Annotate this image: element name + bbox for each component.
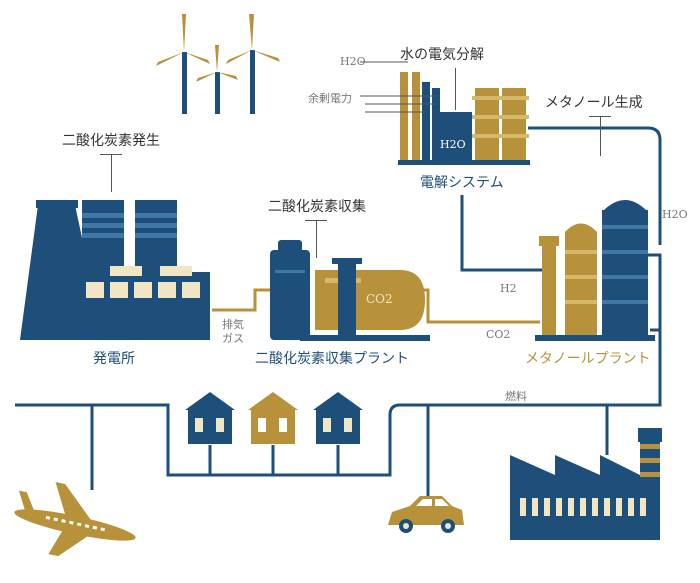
wind-turbine-1 <box>156 14 210 114</box>
power-plant <box>20 200 210 340</box>
power-plant-label: 発電所 <box>93 351 135 367</box>
methanol-plant-label: メタノールプラント <box>525 351 651 367</box>
house-1 <box>185 392 235 444</box>
co2-capture-label: 二酸化炭素収集 <box>268 199 366 215</box>
electrolysis-system-label: 電解システム <box>420 175 504 191</box>
input-arrows <box>360 61 438 113</box>
electrolysis-tank <box>432 112 472 162</box>
capture-plant-label: 二酸化炭素収集プラント <box>255 351 409 367</box>
methanol-plant <box>535 200 655 341</box>
wind-turbines <box>156 14 280 114</box>
wind-turbine-3 <box>226 14 280 114</box>
electrolysis-leader <box>455 68 456 110</box>
fuel-line <box>15 255 662 477</box>
electrolysis-system <box>360 61 530 165</box>
house-2 <box>248 392 298 444</box>
surplus-power-label: 余剰電力 <box>308 92 352 105</box>
airplane-icon <box>14 482 136 557</box>
factory-icon <box>510 428 662 540</box>
co2-capture-plant <box>270 240 430 341</box>
methanol-synthesis-label: メタノール生成 <box>545 95 643 111</box>
co2-generation-leader-cap <box>100 154 122 155</box>
fuel-label: 燃料 <box>505 390 527 403</box>
co2-capture-leader-cap <box>305 220 327 221</box>
co2-flow-label: CO2 <box>486 328 511 341</box>
h2o-return-pipe <box>648 253 662 332</box>
co2-pipe <box>415 288 540 324</box>
electrolysis-label: 水の電気分解 <box>400 47 484 63</box>
h2-flow-label: H2 <box>500 282 517 295</box>
co2-generation-label: 二酸化炭素発生 <box>62 133 160 149</box>
cooling-tower <box>20 205 90 340</box>
wind-turbine-2 <box>196 45 238 114</box>
methanol-synthesis-leader <box>600 116 601 156</box>
h2o-output-label: H2O <box>662 208 688 221</box>
tank-h2o-label: H2O <box>440 138 466 151</box>
tank-co2-label: CO2 <box>366 292 393 306</box>
car-icon <box>388 496 464 533</box>
house-3 <box>313 392 363 444</box>
methanol-synthesis-leader-cap <box>589 116 611 117</box>
plant-windows <box>86 282 200 298</box>
h2-pipe <box>460 195 548 272</box>
exhaust-gas-pipe <box>212 288 275 312</box>
co2-generation-leader <box>111 154 112 192</box>
exhaust-gas-label: 排気 ガス <box>222 318 244 345</box>
factory-windows <box>520 498 646 516</box>
co2-capture-leader <box>316 220 317 258</box>
methanol-link-pipe <box>528 126 662 245</box>
h2o-input-label: H2O <box>340 55 366 68</box>
